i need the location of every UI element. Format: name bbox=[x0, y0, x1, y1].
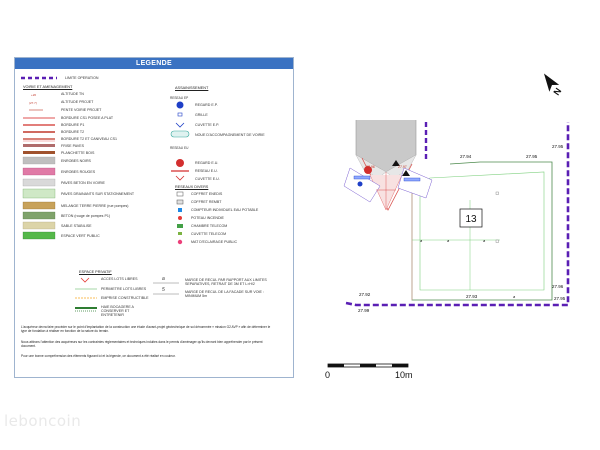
dim-2: 27.95 bbox=[552, 144, 564, 149]
limite-operation-label: LIMITE OPERATION bbox=[65, 76, 99, 80]
prive-item-0: ACCES LOTS LIBRES bbox=[101, 277, 138, 281]
voirie-item-5: BORDURE T2 bbox=[61, 130, 85, 134]
svg-text:a: a bbox=[420, 238, 423, 243]
svg-text:27.96: 27.96 bbox=[366, 165, 375, 169]
prive-symbols bbox=[75, 277, 97, 312]
voirie-heading: VOIRIE ET AMENAGEMENT bbox=[23, 85, 73, 89]
lot-number: 13 bbox=[465, 214, 477, 225]
voirie-item-2: PENTE VOIRIE PROJET bbox=[61, 108, 102, 112]
divers-symbols bbox=[176, 191, 184, 245]
voirie-item-14: BETON (rouge de pompes P1) bbox=[61, 214, 111, 218]
voirie-item-8: PLANCHETTE BOIS bbox=[61, 151, 95, 155]
marge-symbols bbox=[153, 282, 179, 295]
scale-start: 0 bbox=[325, 370, 331, 380]
svg-text:27.92: 27.92 bbox=[359, 292, 371, 297]
voirie-item-1: ALTITUDE PROJET bbox=[61, 100, 94, 104]
dim-0: 27.94 bbox=[460, 154, 472, 159]
voirie-item-0: ALTITUDE TN bbox=[61, 92, 84, 96]
reseau-eu-heading: RESEAU EU bbox=[170, 146, 189, 150]
scale-bar: 0 10m bbox=[320, 360, 430, 384]
divers-item-4: CHAMBRE TELECOM bbox=[191, 224, 228, 228]
voirie-item-15: SABLE STABILISE bbox=[61, 224, 92, 228]
voirie-item-16: ESPACE VERT PUBLIC bbox=[61, 234, 100, 238]
voirie-item-12: PAVES DRAINANTS SUR STATIONNEMENT bbox=[61, 192, 135, 196]
voirie-item-10: ENROBES ROUGES bbox=[61, 170, 96, 174]
note-2: Pour une bonne compréhension des élément… bbox=[21, 354, 176, 358]
marge-a-label: MARGE DE RECUL PAR RAPPORT AUX LIMITES S… bbox=[185, 278, 267, 286]
north-label: N bbox=[551, 86, 563, 97]
ep-item-2: CUVETTE E.P. bbox=[195, 123, 220, 127]
ep-item-0: REGARD E.P. bbox=[195, 103, 218, 107]
dim-3: 27.99 bbox=[358, 308, 370, 313]
reseau-ep-heading: RESEAU EP bbox=[170, 96, 189, 100]
prive-item-1: PERIMETRE LOTS LIBRES bbox=[101, 287, 147, 291]
dim-5: 27.96 bbox=[552, 284, 564, 289]
dim-4: 27.93 bbox=[466, 294, 478, 299]
limite-operation-symbol bbox=[21, 76, 57, 80]
eu-item-1: RESEAU E.U. bbox=[195, 169, 218, 173]
divers-heading: RESEAUX DIVERS bbox=[175, 185, 209, 189]
legend-panel: LEGENDE LIMITE OPERATION VOIRIE ET AMENA… bbox=[14, 57, 294, 378]
note-0: L'acquéreur devra faire procéder sur le … bbox=[21, 325, 271, 334]
divers-item-1: COFFRET REMBT bbox=[191, 200, 222, 204]
scale-end: 10m bbox=[395, 370, 413, 380]
prive-heading: ESPACE PRIVATIF bbox=[79, 270, 112, 274]
svg-text:27.97: 27.97 bbox=[398, 165, 407, 169]
marge-b-label: MARGE DE RECUL DE LA FACADE SUR VOIE : M… bbox=[185, 290, 264, 298]
site-plan: N 27.96 27.97 a a a a 13 27.94 27.95 27.… bbox=[343, 73, 570, 313]
legend-title: LEGENDE bbox=[15, 58, 293, 69]
eu-item-2: CUVETTE E.U. bbox=[195, 177, 220, 181]
watermark-logo: leboncoin bbox=[4, 412, 82, 430]
divers-item-3: POTEAU INCENDIE bbox=[191, 216, 224, 220]
dim-1: 27.95 bbox=[526, 154, 538, 159]
ep-item-3: NOUE D'ACCOMPAGNEMENT DE VOIRIE bbox=[195, 133, 265, 137]
marge-b-symbol: 5 bbox=[162, 287, 165, 293]
svg-text:a: a bbox=[513, 294, 516, 299]
voirie-item-6: BORDURE T2 ET CANIVEAU CS1 bbox=[61, 137, 117, 141]
voirie-item-3: BORDURE CS1 POSEE A PLAT bbox=[61, 116, 114, 120]
voirie-symbols: +26 (27.7) bbox=[22, 93, 56, 240]
svg-text:(27.7): (27.7) bbox=[29, 101, 37, 105]
divers-item-6: MAT D'ECLAIRAGE PUBLIC bbox=[191, 240, 238, 244]
voirie-item-7: FRISE PAVES bbox=[61, 144, 85, 148]
svg-text:27.95: 27.95 bbox=[554, 296, 566, 301]
north-arrow-icon bbox=[543, 73, 560, 92]
svg-text:a: a bbox=[447, 238, 450, 243]
svg-text:a: a bbox=[483, 238, 486, 243]
assainissement-symbols bbox=[170, 101, 190, 181]
ep-item-1: GRILLE bbox=[195, 113, 208, 117]
note-1: Nous attirons l'attention des acquéreurs… bbox=[21, 340, 263, 349]
voirie-item-9: ENROBES NOIRS bbox=[61, 159, 91, 163]
prive-item-3: HAIE BOCAGERE A CONSERVER ET ENTRETENIR bbox=[101, 305, 134, 317]
svg-text:+26: +26 bbox=[31, 93, 36, 97]
assainissement-heading: ASSAINISSEMENT bbox=[175, 86, 209, 90]
divers-item-0: COFFRET ENEDIS bbox=[191, 192, 223, 196]
voirie-item-11: PAVES BETON EN VOIRIE bbox=[61, 181, 105, 185]
eu-item-0: REGARD E.U. bbox=[195, 161, 219, 165]
prive-item-2: EMPRISE CONSTRUCTIBLE bbox=[101, 296, 149, 300]
voirie-item-4: BORDURE P1 bbox=[61, 123, 85, 127]
voirie-item-13: MELANGE TERRE PIERRE (rue pompes) bbox=[61, 204, 129, 208]
divers-item-2: COMPTEUR INDIVIDUEL EAU POTABLE bbox=[191, 208, 259, 212]
divers-item-5: CUVETTE TELECOM bbox=[191, 232, 227, 236]
marge-a-symbol: a bbox=[162, 276, 165, 282]
